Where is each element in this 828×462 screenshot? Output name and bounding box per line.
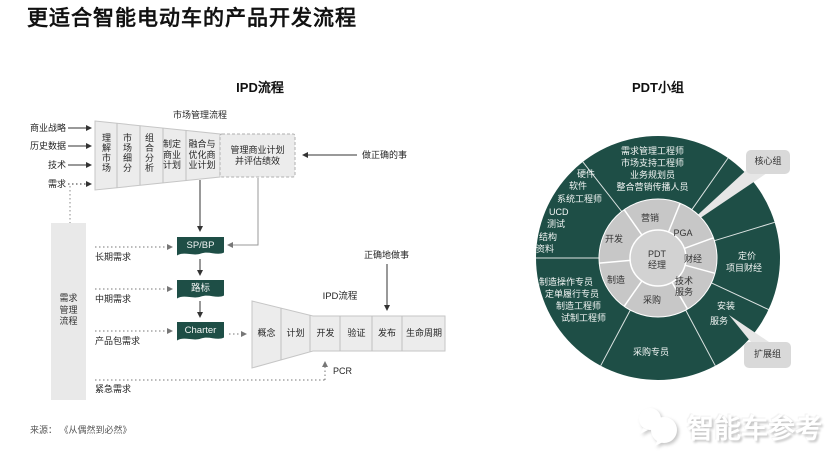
- urgent-demand-label: 紧急需求: [95, 384, 132, 394]
- sector-tech-service: 技术 服务: [674, 276, 693, 297]
- role-test: 测试: [547, 219, 566, 229]
- watermark-logo-icon: [639, 408, 677, 446]
- pdt-center-circle: [629, 229, 687, 287]
- pcr-label: PCR: [333, 366, 353, 376]
- stage-merge-optimize: 融合与 优化商 业计划: [188, 139, 216, 170]
- core-callout-bubble: [746, 150, 790, 174]
- role-mfg-operator: 制造操作专员: [539, 277, 594, 287]
- spbp-label: SP/BP: [186, 240, 215, 251]
- sector-development: 开发: [604, 234, 623, 244]
- ipd-phase-funnel: [251, 300, 446, 369]
- extended-callout-bubble: [744, 342, 791, 368]
- watermark-text: 智能车参考: [687, 413, 822, 444]
- market-process-label: 市场管理流程: [172, 110, 227, 120]
- pdt-top-roles: 需求管理工程师 市场支持工程师 业务规划员 整合营销传播人员: [616, 146, 689, 192]
- sector-procurement: 采购: [642, 295, 661, 305]
- sector-finance: 财经: [683, 254, 702, 264]
- requirement-bar-label: 需求 管理 流程: [59, 293, 78, 326]
- role-order-fulfillment: 定单履行专员: [545, 289, 600, 299]
- spbp-box: [177, 237, 224, 256]
- manage-plan-box: [219, 133, 296, 178]
- role-project-finance: 项目财经: [725, 263, 762, 273]
- phase-develop: 开发: [316, 328, 335, 338]
- input-demand: 需求: [47, 179, 66, 189]
- charter-box: [177, 322, 224, 341]
- extended-group-label: 扩展组: [753, 349, 781, 359]
- core-group-label: 核心组: [754, 156, 782, 166]
- market-funnel: [94, 120, 296, 191]
- roadmap-box: [177, 280, 224, 299]
- page-title: 更适合智能电动车的产品开发流程: [27, 7, 357, 30]
- stage-understand-market: 理解市场: [101, 133, 111, 173]
- mid-term-demand-label: 中期需求: [95, 294, 132, 304]
- stage-market-segmentation: 市场细分: [122, 133, 132, 173]
- sector-pga: PGA: [673, 228, 693, 238]
- stage-portfolio-analysis: 组合分析: [144, 133, 154, 173]
- role-installation: 安装: [716, 301, 735, 311]
- ipd-heading: IPD流程: [236, 80, 284, 95]
- phase-plan: 计划: [286, 328, 305, 338]
- role-software: 软件: [569, 181, 588, 191]
- role-system-engineer: 系统工程师: [557, 194, 603, 204]
- source-line: 来源： 《从偶然到必然》: [30, 425, 132, 435]
- roadmap-label: 路标: [190, 283, 210, 294]
- role-pricing: 定价: [737, 251, 756, 261]
- sector-manufacturing: 制造: [606, 275, 625, 285]
- watermark: 智能车参考: [635, 404, 822, 448]
- role-trial-engineer: 试制工程师: [561, 313, 607, 323]
- role-hardware: 硬件: [577, 169, 596, 179]
- role-mfg-engineer: 制造工程师: [556, 301, 602, 311]
- ipd-phase-label: IPD流程: [322, 291, 358, 302]
- pdt-manager-label: PDT 经理: [647, 249, 666, 270]
- sector-marketing: 营销: [640, 213, 659, 223]
- charter-label: Charter: [184, 325, 217, 336]
- role-documentation: 资料: [536, 244, 555, 254]
- core-callout-pointer: [678, 164, 767, 233]
- product-package-demand-label: 产品包需求: [95, 336, 141, 346]
- long-term-demand-label: 长期需求: [95, 252, 132, 262]
- role-structure: 结构: [539, 232, 558, 242]
- phase-release: 发布: [377, 328, 396, 338]
- phase-lifecycle: 生命周期: [405, 328, 442, 338]
- phase-concept: 概念: [257, 328, 276, 338]
- manage-plan-label: 管理商业计划 并评估绩效: [230, 145, 285, 166]
- phase-verify: 验证: [347, 328, 366, 338]
- pdt-wheel: [536, 136, 791, 380]
- input-historical-data: 历史数据: [29, 141, 66, 151]
- role-procurement-specialist: 采购专员: [632, 347, 669, 357]
- input-arrows: [68, 125, 92, 223]
- do-right-thing-label: 做正确的事: [362, 150, 408, 160]
- requirement-bar: [51, 223, 86, 400]
- role-ucd: UCD: [549, 207, 569, 217]
- manage-to-spbp-elbow: [227, 178, 259, 248]
- demand-arrows: [95, 244, 328, 381]
- input-technology: 技术: [47, 160, 66, 170]
- role-service: 服务: [709, 316, 728, 326]
- green-boxes: [177, 237, 224, 341]
- extended-callout-pointer: [729, 315, 769, 347]
- stage-make-plan: 制定 商业 计划: [162, 139, 181, 170]
- pdt-heading: PDT小组: [631, 80, 684, 95]
- input-business-strategy: 商业战略: [29, 123, 66, 133]
- do-things-right-label: 正确地做事: [364, 250, 410, 260]
